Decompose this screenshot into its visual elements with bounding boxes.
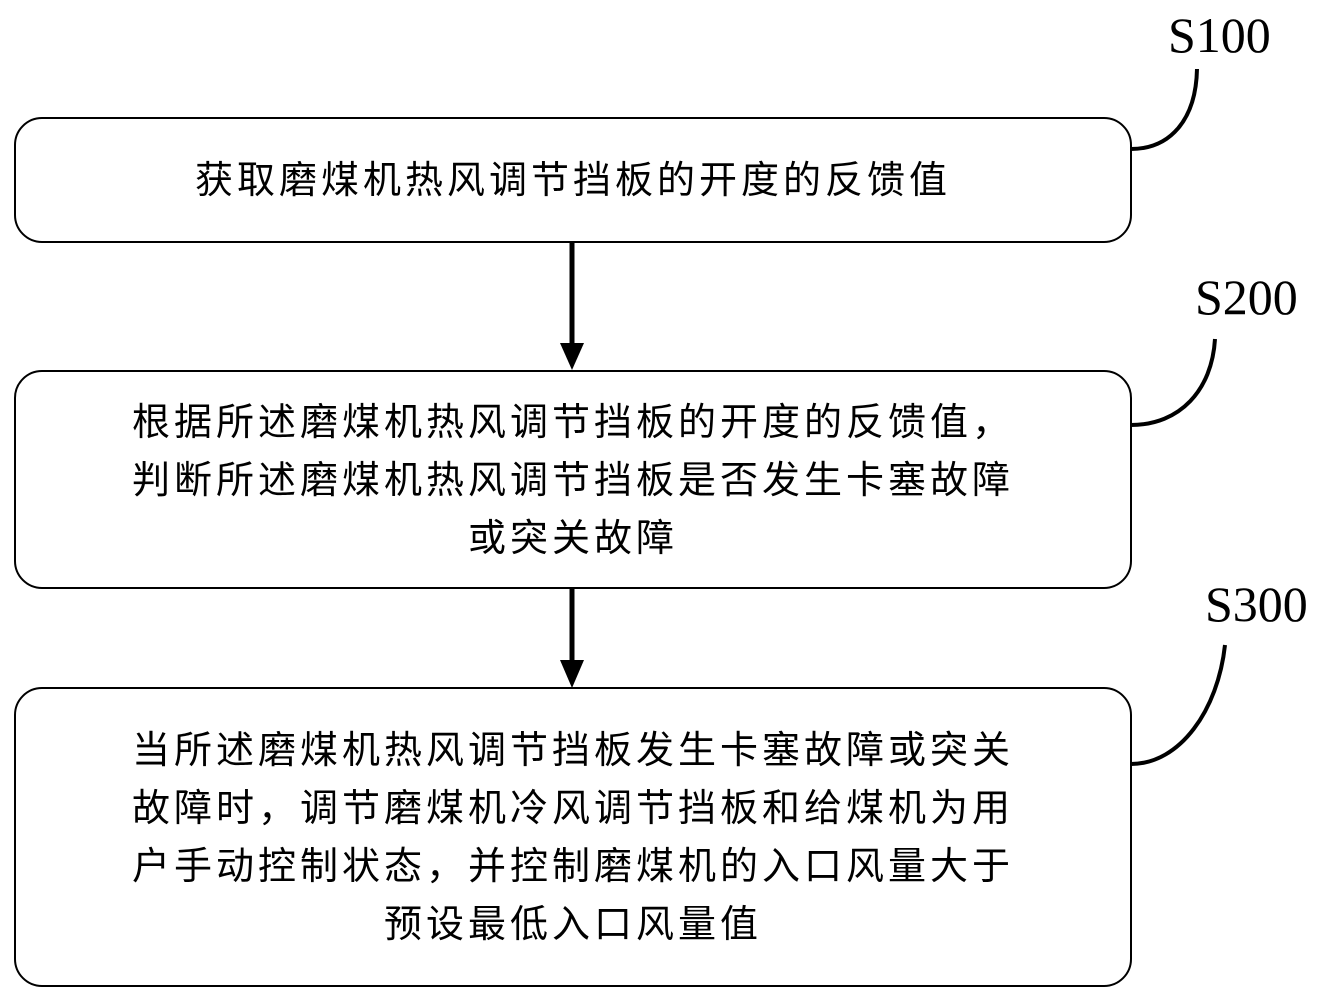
step-text-s300: 当所述磨煤机热风调节挡板发生卡塞故障或突关 故障时，调节磨煤机冷风调节挡板和给煤… [131, 728, 1014, 946]
leader-line-s200 [1130, 338, 1217, 427]
step-box-s200: 根据所述磨煤机热风调节挡板的开度的反馈值， 判断所述磨煤机热风调节挡板是否发生卡… [14, 370, 1132, 589]
step-label-s200: S200 [1195, 269, 1298, 325]
arrowhead-s200-to-s300 [560, 660, 584, 688]
leader-line-s300 [1130, 644, 1227, 766]
step-box-s300: 当所述磨煤机热风调节挡板发生卡塞故障或突关 故障时，调节磨煤机冷风调节挡板和给煤… [14, 687, 1132, 987]
step-label-s100: S100 [1168, 7, 1271, 63]
step-text-s200: 根据所述磨煤机热风调节挡板的开度的反馈值， 判断所述磨煤机热风调节挡板是否发生卡… [131, 399, 1014, 560]
step-label-s300: S300 [1205, 576, 1308, 632]
step-text-s100: 获取磨煤机热风调节挡板的开度的反馈值 [194, 158, 951, 202]
leader-line-s100 [1130, 68, 1199, 151]
arrowhead-s100-to-s200 [560, 343, 584, 370]
step-box-s100: 获取磨煤机热风调节挡板的开度的反馈值 [14, 117, 1132, 243]
